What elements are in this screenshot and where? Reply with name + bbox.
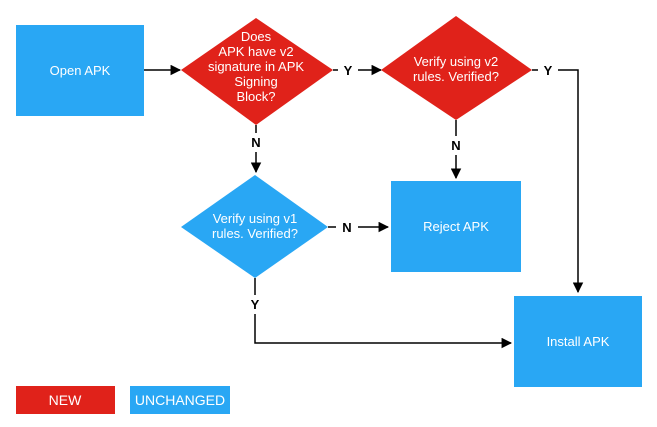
install-apk-box — [514, 296, 642, 387]
label-v1-no: N — [342, 220, 351, 235]
verify-v1-line-2: rules. Verified? — [212, 226, 298, 241]
open-apk-box — [16, 25, 144, 116]
node-verify-v2-decision: Verify using v2 rules. Verified? — [381, 16, 532, 120]
has-v2-line-3: signature in APK — [208, 59, 304, 74]
has-v2-diamond — [181, 18, 333, 125]
verify-v1-diamond — [181, 175, 328, 278]
node-verify-v1-decision: Verify using v1 rules. Verified? — [181, 175, 328, 278]
open-apk-label: Open APK — [50, 63, 111, 78]
label-v1-yes: Y — [251, 297, 260, 312]
legend-unchanged-label: UNCHANGED — [135, 392, 225, 408]
node-reject-apk: Reject APK — [391, 181, 521, 272]
legend-new-swatch — [16, 386, 115, 414]
has-v2-line-5: Block? — [236, 89, 275, 104]
reject-apk-box — [391, 181, 521, 272]
edge-v1-to-install-segment-b — [254, 314, 513, 349]
reject-apk-label: Reject APK — [423, 219, 489, 234]
label-v2-yes: Y — [544, 63, 553, 78]
install-apk-label: Install APK — [547, 334, 610, 349]
legend: NEW UNCHANGED — [16, 386, 230, 414]
label-has-v2-no: N — [251, 135, 260, 150]
node-open-apk: Open APK — [16, 25, 144, 116]
connectors — [144, 64, 584, 349]
has-v2-line-4: Signing — [234, 74, 277, 89]
edge-v2-to-install-b — [558, 69, 584, 294]
verify-v2-diamond — [381, 16, 532, 120]
verify-v2-line-2: rules. Verified? — [413, 69, 499, 84]
has-v2-line-2: APK have v2 — [218, 44, 293, 59]
node-install-apk: Install APK — [514, 296, 642, 387]
node-has-v2-decision: Does APK have v2 signature in APK Signin… — [181, 18, 333, 125]
verify-v2-line-1: Verify using v2 — [414, 54, 499, 69]
label-v2-no: N — [451, 138, 460, 153]
verify-v1-line-1: Verify using v1 — [213, 211, 298, 226]
has-v2-line-1: Does — [241, 29, 272, 44]
legend-new-label: NEW — [49, 392, 82, 408]
label-has-v2-yes: Y — [344, 63, 353, 78]
legend-unchanged-swatch — [130, 386, 230, 414]
